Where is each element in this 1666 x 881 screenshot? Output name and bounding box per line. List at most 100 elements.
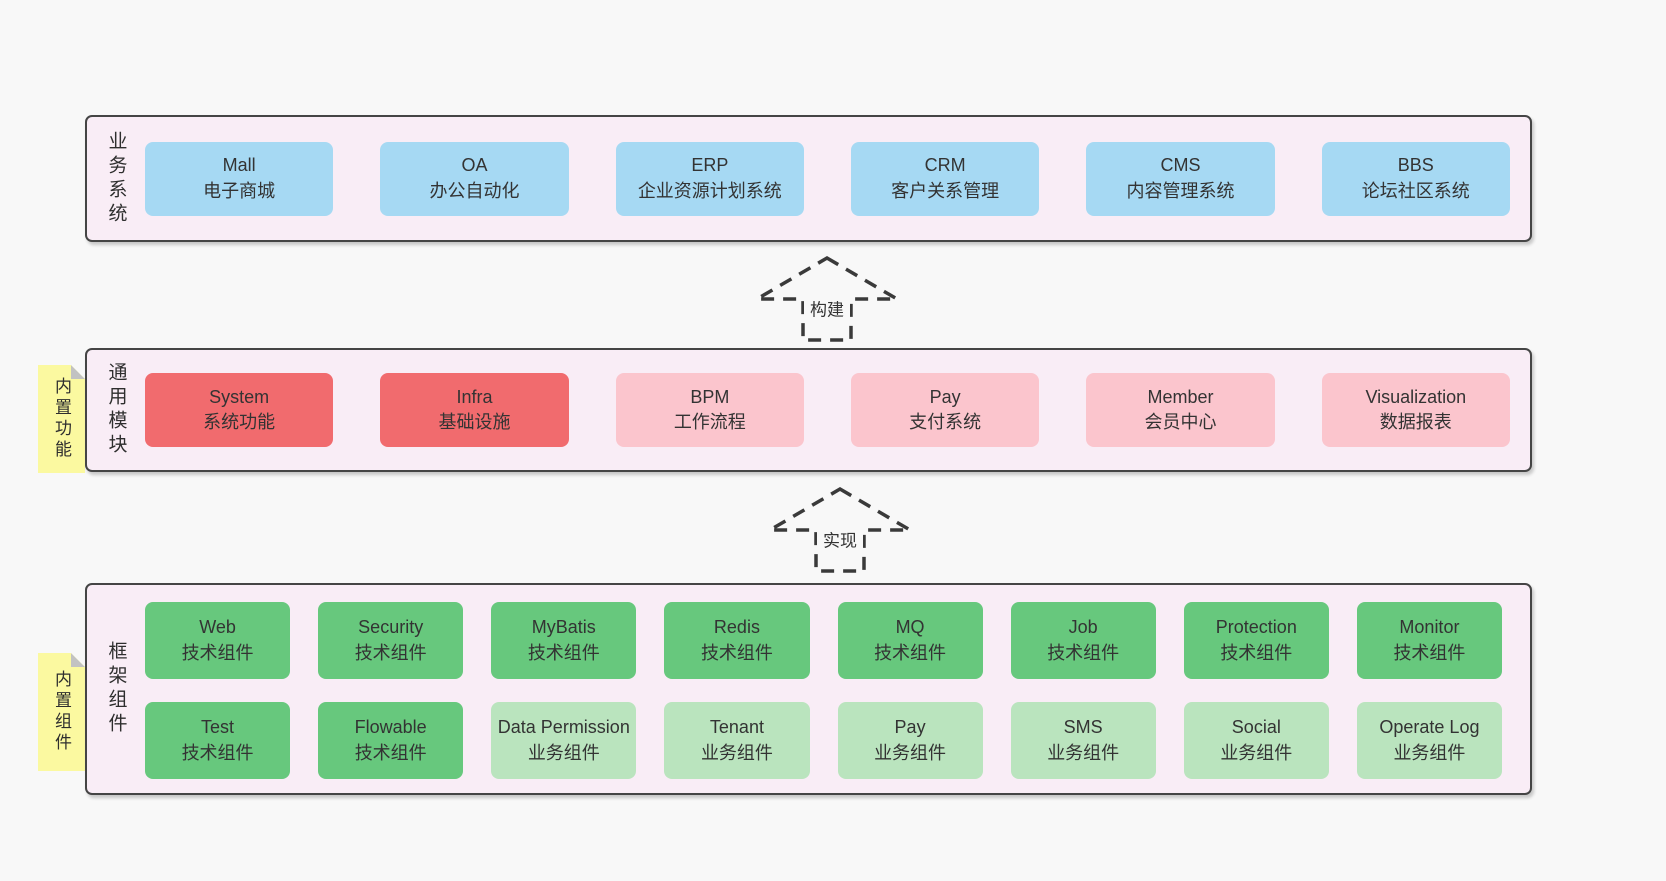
node-cms: CMS 内容管理系统: [1086, 141, 1275, 216]
modules-row: System 系统功能 Infra 基础设施 BPM 工作流程 Pay 支付系统…: [145, 350, 1530, 470]
node-desc: 工作流程: [673, 412, 746, 432]
node-desc: 技术组件: [700, 642, 773, 663]
sticky-note-built-in-features: 内置功能: [38, 365, 85, 473]
node-name: Member: [1147, 386, 1214, 407]
section-business-label: 业务系统: [105, 130, 127, 227]
framework-grid: Web 技术组件 Security 技术组件 MyBatis 技术组件 Redi…: [145, 585, 1530, 793]
node-redis: Redis 技术组件: [664, 602, 810, 679]
node-bpm: BPM 工作流程: [615, 373, 804, 447]
node-desc: 技术组件: [1047, 642, 1120, 663]
up-arrow-icon: [765, 486, 915, 573]
node-desc: 支付系统: [909, 412, 982, 432]
node-monitor: Monitor 技术组件: [1356, 602, 1502, 679]
node-name: Pay: [929, 386, 961, 407]
node-name: Visualization: [1365, 386, 1467, 407]
node-test: Test 技术组件: [145, 702, 291, 779]
node-desc: 技术组件: [1393, 642, 1466, 663]
node-name: Operate Log: [1379, 717, 1480, 738]
note-fold-corner: [71, 365, 85, 379]
node-desc: 数据报表: [1379, 412, 1452, 432]
node-protection: Protection 技术组件: [1183, 602, 1329, 679]
node-desc: 业务组件: [1047, 742, 1120, 763]
node-operate-log: Operate Log 业务组件: [1356, 702, 1502, 779]
node-job: Job 技术组件: [1010, 602, 1156, 679]
node-name: BPM: [690, 386, 730, 407]
node-name: SMS: [1063, 717, 1103, 738]
node-visualization: Visualization 数据报表: [1321, 373, 1510, 447]
node-name: MQ: [895, 617, 925, 638]
node-flowable: Flowable 技术组件: [318, 702, 464, 779]
node-desc: 业务组件: [700, 742, 773, 763]
node-crm: CRM 客户关系管理: [850, 141, 1040, 216]
note-label: 内置组件: [52, 670, 71, 754]
node-desc: 客户关系管理: [891, 180, 1000, 201]
sticky-note-built-in-components: 内置组件: [38, 653, 85, 771]
node-data-permission: Data Permission 业务组件: [491, 702, 637, 779]
node-desc: 技术组件: [874, 642, 947, 663]
node-name: ERP: [691, 155, 729, 176]
node-desc: 技术组件: [1220, 642, 1293, 663]
node-name: Protection: [1215, 617, 1297, 638]
node-name: Tenant: [709, 717, 764, 738]
node-desc: 系统功能: [203, 412, 276, 432]
node-name: CRM: [924, 155, 966, 176]
node-name: Test: [201, 717, 235, 738]
node-name: Monitor: [1399, 617, 1460, 638]
node-name: MyBatis: [531, 617, 596, 638]
node-desc: 技术组件: [527, 642, 600, 663]
node-desc: 业务组件: [1393, 742, 1466, 763]
node-desc: 内容管理系统: [1126, 180, 1235, 201]
node-desc: 业务组件: [527, 742, 600, 763]
node-name: Mall: [222, 155, 256, 176]
node-name: Redis: [713, 617, 760, 638]
node-web: Web 技术组件: [145, 602, 291, 679]
node-pay-system: Pay 支付系统: [850, 373, 1040, 447]
node-desc: 基础设施: [438, 412, 511, 432]
node-desc: 办公自动化: [429, 180, 520, 201]
node-sms: SMS 业务组件: [1010, 702, 1156, 779]
node-security: Security 技术组件: [318, 602, 464, 679]
node-infra: Infra 基础设施: [380, 373, 569, 447]
node-desc: 技术组件: [181, 742, 254, 763]
node-desc: 技术组件: [181, 642, 254, 663]
node-name: Flowable: [354, 717, 427, 738]
node-desc: 企业资源计划系统: [637, 180, 782, 201]
node-bbs: BBS 论坛社区系统: [1321, 141, 1510, 216]
node-name: Data Permission: [497, 717, 630, 738]
node-name: Infra: [456, 386, 493, 407]
node-member: Member 会员中心: [1086, 373, 1275, 447]
section-business-systems: 业务系统 Mall 电子商城 OA 办公自动化 ERP 企业资源计划系统 CRM…: [85, 115, 1532, 242]
arrow-implement: 实现: [765, 486, 915, 574]
section-common-modules: 通用模块 System 系统功能 Infra 基础设施 BPM 工作流程 Pay…: [85, 348, 1532, 472]
node-tenant: Tenant 业务组件: [664, 702, 810, 779]
node-name: Web: [199, 617, 236, 638]
node-name: Security: [358, 617, 424, 638]
node-desc: 技术组件: [354, 642, 427, 663]
node-name: OA: [461, 155, 488, 176]
node-name: Job: [1068, 617, 1098, 638]
node-mq: MQ 技术组件: [837, 602, 983, 679]
section-framework-label: 框架组件: [105, 641, 127, 737]
business-row: Mall 电子商城 OA 办公自动化 ERP 企业资源计划系统 CRM 客户关系…: [145, 117, 1530, 240]
node-desc: 技术组件: [354, 742, 427, 763]
node-name: BBS: [1397, 155, 1434, 176]
node-name: CMS: [1160, 155, 1201, 176]
node-desc: 会员中心: [1144, 412, 1217, 432]
node-desc: 业务组件: [874, 742, 947, 763]
node-desc: 电子商城: [203, 180, 276, 201]
up-arrow-icon: [752, 255, 902, 342]
node-erp: ERP 企业资源计划系统: [615, 141, 804, 216]
node-mybatis: MyBatis 技术组件: [491, 602, 637, 679]
section-framework-components: 框架组件 Web 技术组件 Security 技术组件 MyBatis 技术组件…: [85, 583, 1532, 795]
node-desc: 业务组件: [1220, 742, 1293, 763]
section-modules-label: 通用模块: [105, 362, 127, 458]
node-system: System 系统功能: [145, 373, 334, 447]
node-name: Pay: [894, 717, 926, 738]
note-label: 内置功能: [52, 377, 71, 461]
node-oa: OA 办公自动化: [380, 141, 569, 216]
node-pay-component: Pay 业务组件: [837, 702, 983, 779]
arrow-implement-label: 实现: [817, 524, 863, 554]
node-desc: 论坛社区系统: [1361, 180, 1470, 201]
arrow-build: 构建: [752, 255, 902, 343]
arrow-build-label: 构建: [804, 293, 850, 323]
